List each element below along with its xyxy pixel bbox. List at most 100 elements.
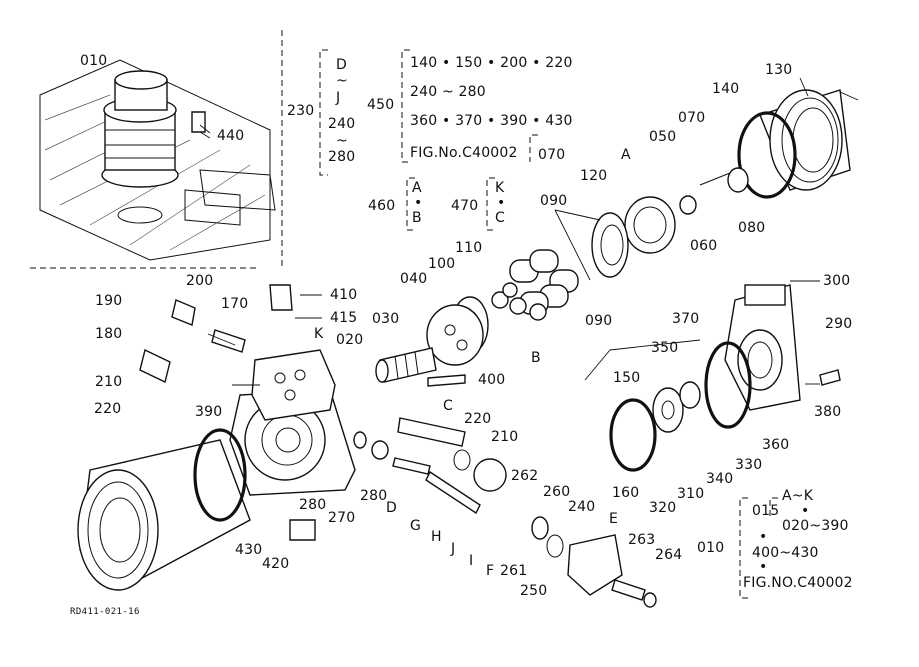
oring-150: [609, 398, 657, 472]
label-K: K: [314, 326, 324, 342]
piston-block: [426, 249, 579, 366]
label-160: 160: [612, 485, 640, 501]
label-263: 263: [628, 532, 656, 548]
label-010-group: 010: [697, 540, 725, 556]
label-280-b: 280: [360, 488, 388, 504]
label-280-a: 280: [299, 497, 327, 513]
label-170: 170: [221, 296, 249, 312]
g450-line-2: 240 ~ 280: [410, 84, 486, 100]
g460-item-1: A: [412, 180, 422, 196]
label-390: 390: [195, 404, 223, 420]
g470-item-1: K: [495, 180, 505, 196]
label-120: 120: [580, 168, 608, 184]
label-260: 260: [543, 484, 571, 500]
label-140: 140: [712, 81, 740, 97]
oring-390: [193, 428, 247, 522]
g010-line3: 400~430: [752, 545, 819, 561]
label-210-b: 210: [491, 429, 519, 445]
label-380: 380: [814, 404, 842, 420]
label-450: 450: [367, 97, 395, 113]
label-250: 250: [520, 583, 548, 599]
g230-item-6: 280: [328, 149, 356, 165]
g230-item-4: 240: [328, 116, 356, 132]
label-420: 420: [262, 556, 290, 572]
g450-line-4: FIG.No.C40002: [410, 145, 518, 161]
label-430: 430: [235, 542, 263, 558]
label-010-inset: 010: [80, 53, 108, 69]
g450-line-1: 140 • 150 • 200 • 220: [410, 55, 573, 71]
label-C: C: [443, 398, 453, 414]
label-080: 080: [738, 220, 766, 236]
drive-housing: [77, 439, 251, 591]
g460-item-3: B: [412, 210, 422, 226]
label-350: 350: [651, 340, 679, 356]
label-440: 440: [217, 128, 245, 144]
g470-item-3: C: [495, 210, 505, 226]
g470-item-2: •: [497, 195, 506, 211]
label-090-a: 090: [540, 193, 568, 209]
label-320: 320: [649, 500, 677, 516]
label-090-b: 090: [585, 313, 613, 329]
label-070-b: 070: [538, 147, 566, 163]
label-130: 130: [765, 62, 793, 78]
label-270: 270: [328, 510, 356, 526]
label-410: 410: [330, 287, 358, 303]
inset-motor-drawing: [39, 59, 276, 261]
g230-item-1: D: [336, 57, 347, 73]
g010-line4: FIG.NO.C40002: [743, 575, 853, 591]
label-H: H: [431, 529, 442, 545]
cover-290: [724, 284, 801, 411]
inset-frame: [30, 30, 283, 269]
label-G: G: [410, 518, 422, 534]
label-150: 150: [613, 370, 641, 386]
g230-item-3: J: [336, 90, 341, 106]
label-300: 300: [823, 273, 851, 289]
label-F: F: [486, 563, 495, 579]
label-370: 370: [672, 311, 700, 327]
label-J: J: [451, 541, 456, 557]
figure-reference: RD411-021-16: [70, 607, 140, 617]
g010-dot-1: •: [759, 529, 768, 545]
label-262: 262: [511, 468, 539, 484]
g230-item-5: ~: [336, 133, 348, 149]
label-240: 240: [568, 499, 596, 515]
part-130-housing: [759, 77, 859, 191]
g010-col2-dot: •: [801, 503, 810, 519]
label-100: 100: [428, 256, 456, 272]
label-220-a: 220: [94, 401, 122, 417]
shaft-030: [375, 347, 437, 383]
label-330: 330: [735, 457, 763, 473]
label-230: 230: [287, 103, 315, 119]
leader-lines: [199, 124, 820, 386]
oring-350: [704, 341, 752, 429]
label-415: 415: [330, 310, 358, 326]
label-B: B: [531, 350, 541, 366]
label-040: 040: [400, 271, 428, 287]
valve-parts: [139, 284, 657, 608]
label-070-a: 070: [678, 110, 706, 126]
g010-col2-line2: 020~390: [782, 518, 849, 534]
label-180: 180: [95, 326, 123, 342]
g010-col2-line1: A~K: [782, 488, 814, 504]
label-E: E: [609, 511, 619, 527]
label-D: D: [386, 500, 397, 516]
label-400: 400: [478, 372, 506, 388]
main-cover: [229, 349, 356, 496]
label-220-b: 220: [464, 411, 492, 427]
group-brackets: [319, 49, 778, 599]
g450-line-3: 360 • 370 • 390 • 430: [410, 113, 573, 129]
g010-col1: 015: [752, 503, 780, 519]
label-310: 310: [677, 486, 705, 502]
gear-assembly-A: [591, 167, 749, 278]
label-360: 360: [762, 437, 790, 453]
label-050: 050: [649, 129, 677, 145]
label-200: 200: [186, 273, 214, 289]
label-340: 340: [706, 471, 734, 487]
g010-dot-2: •: [759, 559, 768, 575]
label-470: 470: [451, 198, 479, 214]
label-290: 290: [825, 316, 853, 332]
label-210-a: 210: [95, 374, 123, 390]
label-A: A: [621, 147, 631, 163]
label-I: I: [469, 553, 474, 569]
g460-item-2: •: [414, 195, 423, 211]
